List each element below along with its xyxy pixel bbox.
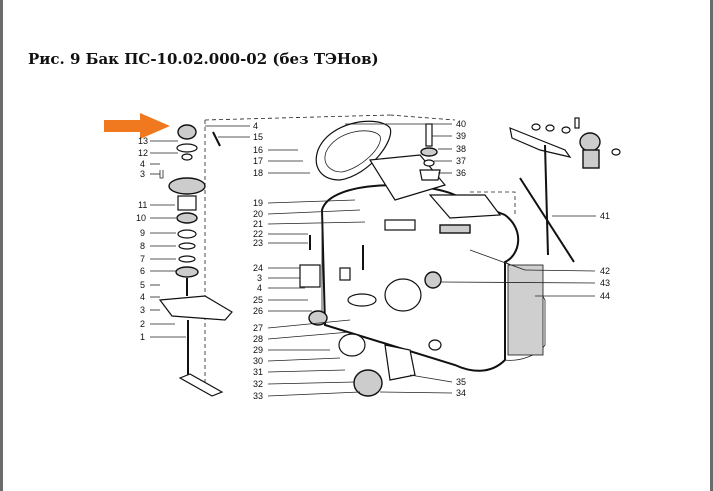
label-31: 31 [253,367,263,377]
label-28: 28 [253,334,263,344]
label-39: 39 [456,131,466,141]
label-29: 29 [253,345,263,355]
label-11: 11 [138,200,147,210]
tank-body [299,120,546,397]
label-35: 35 [456,377,466,387]
label-2: 2 [140,319,145,329]
label-43: 43 [600,278,610,288]
label-27: 27 [253,323,263,333]
label-34: 34 [456,388,466,398]
left-assembly [158,124,233,397]
label-3: 3 [140,169,145,179]
label-17: 17 [253,156,263,166]
label-8: 8 [140,241,145,251]
top-mid-labels: 4 15 16 17 18 [205,121,310,178]
figure-title: Рис. 9 Бак ПС-10.02.000-02 (без ТЭНов) [28,50,379,68]
right-border [710,0,713,491]
label-32: 32 [253,379,263,389]
label-18: 18 [253,168,263,178]
label-13: 13 [138,136,148,146]
pointer-arrow [104,113,170,139]
label-7: 7 [140,254,145,264]
label-3c: 3 [257,273,262,283]
label-25: 25 [253,295,263,305]
label-3b: 3 [140,305,145,315]
label-37: 37 [456,156,466,166]
label-1: 1 [140,332,145,342]
left-labels: 13 12 4 3 11 10 9 8 7 6 5 4 3 2 1 [136,136,186,342]
label-4d: 4 [257,283,262,293]
label-36: 36 [456,168,466,178]
label-6: 6 [140,266,145,276]
label-41: 41 [600,211,610,221]
label-23: 23 [253,238,263,248]
label-4c: 4 [253,121,258,131]
label-38: 38 [456,144,466,154]
label-19: 19 [253,198,263,208]
label-10: 10 [136,213,146,223]
mid-labels: 19 20 21 22 23 24 3 4 25 26 27 28 29 30 … [253,198,366,401]
label-26: 26 [253,306,263,316]
label-22: 22 [253,229,263,239]
label-15: 15 [253,132,263,142]
label-9: 9 [140,228,145,238]
right-labels: 40 39 38 37 36 41 42 43 44 35 34 [345,119,610,398]
label-40: 40 [456,119,466,129]
label-42: 42 [600,266,610,276]
label-24: 24 [253,263,263,273]
label-16: 16 [253,145,263,155]
label-20: 20 [253,209,263,219]
label-5: 5 [140,280,145,290]
right-top-parts [389,114,621,263]
label-44: 44 [600,291,610,301]
label-4b: 4 [140,292,145,302]
label-30: 30 [253,356,263,366]
left-border [0,0,3,491]
label-21: 21 [253,219,263,229]
label-12: 12 [138,148,148,158]
label-33: 33 [253,391,263,401]
label-4: 4 [140,159,145,169]
